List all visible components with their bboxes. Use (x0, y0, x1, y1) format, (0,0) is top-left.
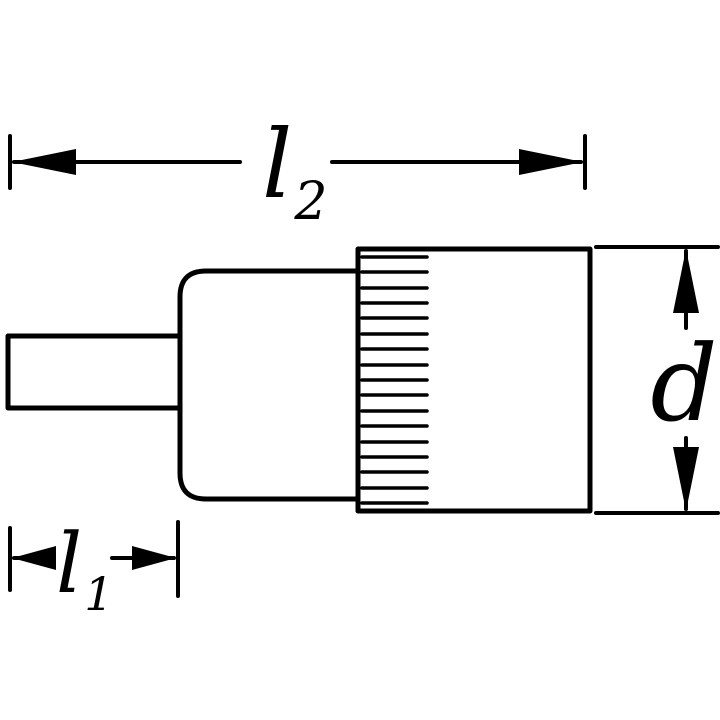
d-arrowhead-up-icon (673, 249, 699, 313)
l2-subscript: 2 (293, 172, 327, 232)
d-symbol: d (650, 323, 717, 445)
socket-drawing (5, 246, 593, 514)
adapter-body (177, 268, 361, 502)
l1-symbol: l (56, 517, 82, 612)
l2-arrowhead-right-icon (519, 149, 583, 175)
l1-arrowhead-right-icon (132, 546, 176, 570)
drive-shank (5, 333, 185, 411)
d-label: d (650, 323, 717, 445)
l1-label: l1 (56, 517, 114, 621)
l1-subscript: 1 (84, 567, 113, 621)
l2-dimension: l2 (8, 110, 587, 232)
d-dimension: d (594, 245, 720, 515)
l2-arrowhead-left-icon (12, 149, 76, 175)
l1-arrowhead-left-icon (12, 546, 56, 570)
l2-symbol: l (262, 110, 292, 220)
l1-dimension: l1 (8, 517, 180, 621)
l2-label: l2 (262, 110, 327, 232)
d-arrowhead-down-icon (673, 447, 699, 511)
knurling (360, 255, 429, 505)
